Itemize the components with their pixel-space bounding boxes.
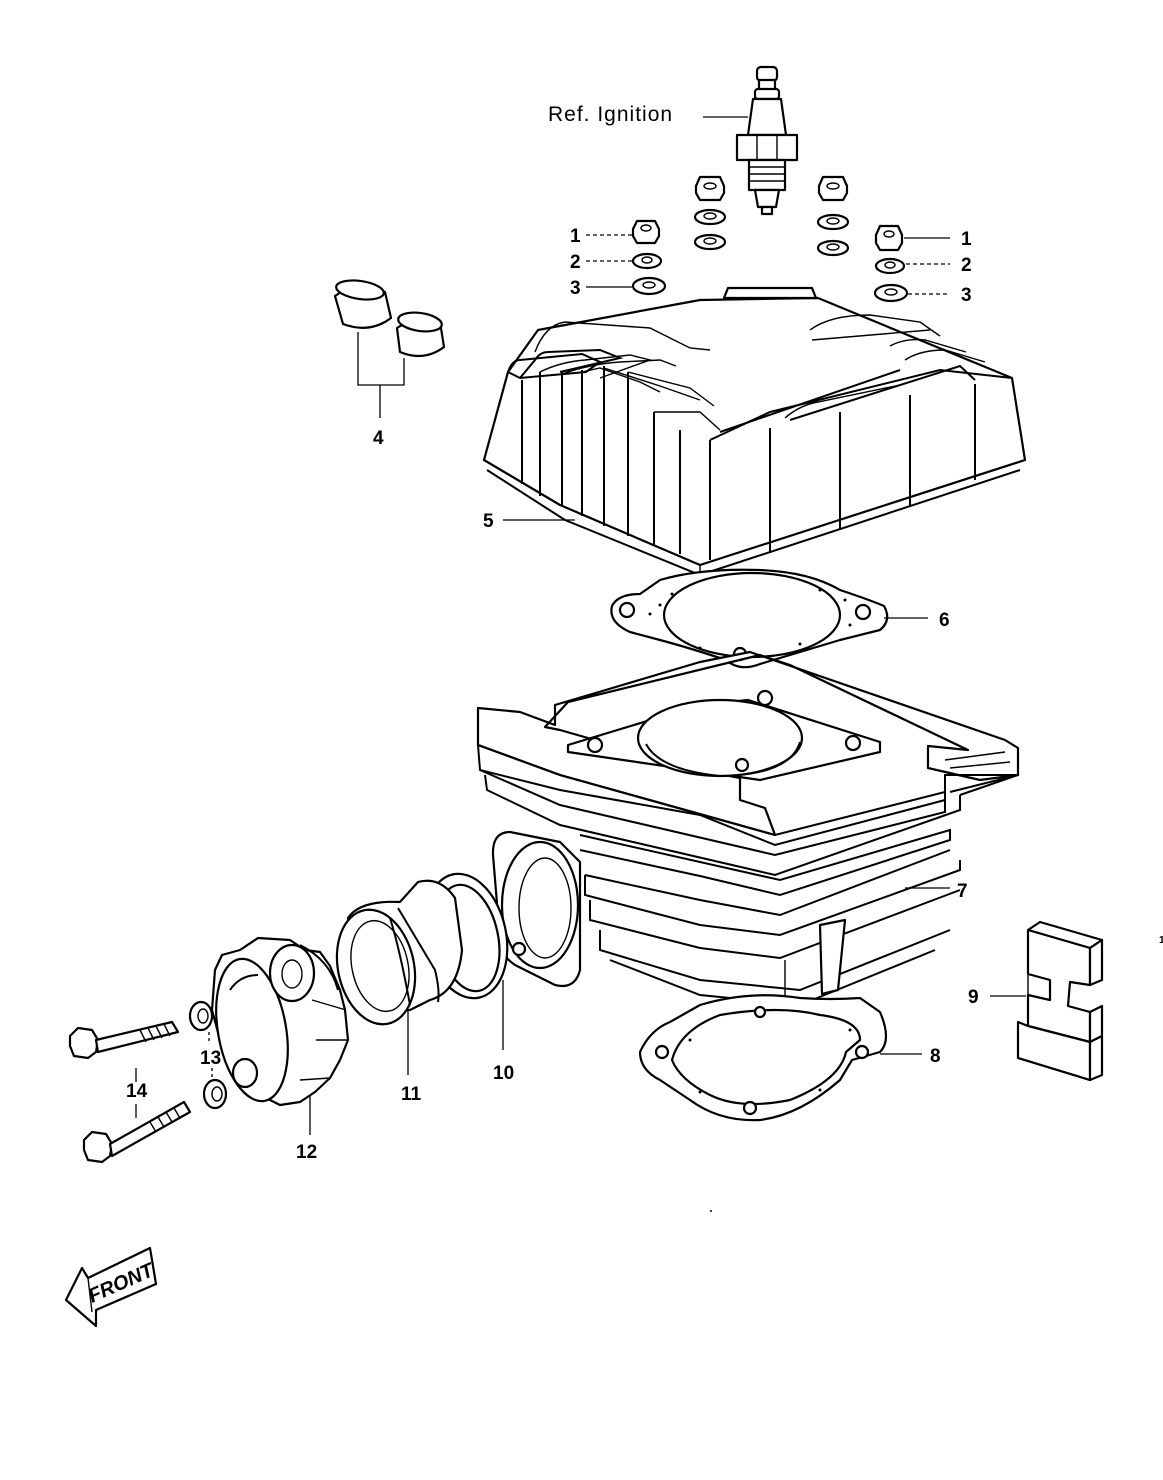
cylinder-block bbox=[476, 650, 1020, 1007]
callout-3-right: 3 bbox=[961, 285, 972, 306]
scan-dot bbox=[710, 1210, 712, 1212]
center-nut-stack-right bbox=[816, 175, 850, 257]
reed-valve-holder bbox=[210, 936, 350, 1107]
callout-2-left: 2 bbox=[570, 252, 581, 273]
callout-8: 8 bbox=[930, 1046, 941, 1067]
callout-14: 14 bbox=[126, 1081, 148, 1102]
callout-7: 7 bbox=[957, 881, 968, 902]
knock-pins bbox=[333, 279, 446, 358]
damper-rubber bbox=[1016, 920, 1104, 1082]
spark-plug bbox=[735, 65, 799, 216]
base-gasket bbox=[638, 994, 888, 1122]
callout-4: 4 bbox=[373, 428, 384, 449]
intake-pipe bbox=[335, 879, 464, 1026]
right-nut-stack bbox=[873, 224, 909, 303]
callout-5: 5 bbox=[483, 511, 494, 532]
callout-13: 13 bbox=[200, 1048, 221, 1069]
callout-2-right: 2 bbox=[961, 255, 972, 276]
callout-10: 10 bbox=[493, 1063, 514, 1084]
front-arrow bbox=[64, 1246, 158, 1328]
ref-ignition-label: Ref. Ignition bbox=[548, 103, 673, 126]
left-nut-stack bbox=[631, 219, 667, 296]
cylinder-head bbox=[482, 286, 1027, 577]
head-gasket bbox=[610, 568, 889, 669]
callout-12: 12 bbox=[296, 1142, 317, 1163]
callout-1-left: 1 bbox=[570, 226, 581, 247]
bolts bbox=[68, 1020, 192, 1164]
callout-1-right: 1 bbox=[961, 229, 972, 250]
bolt-washers bbox=[188, 1000, 228, 1110]
callout-11: 11 bbox=[401, 1084, 422, 1105]
callout-6: 6 bbox=[939, 610, 950, 631]
center-nut-stack-left bbox=[693, 175, 727, 251]
callout-9: 9 bbox=[968, 987, 979, 1008]
callout-3-left: 3 bbox=[570, 278, 581, 299]
page-mark: 1 bbox=[1159, 935, 1163, 946]
